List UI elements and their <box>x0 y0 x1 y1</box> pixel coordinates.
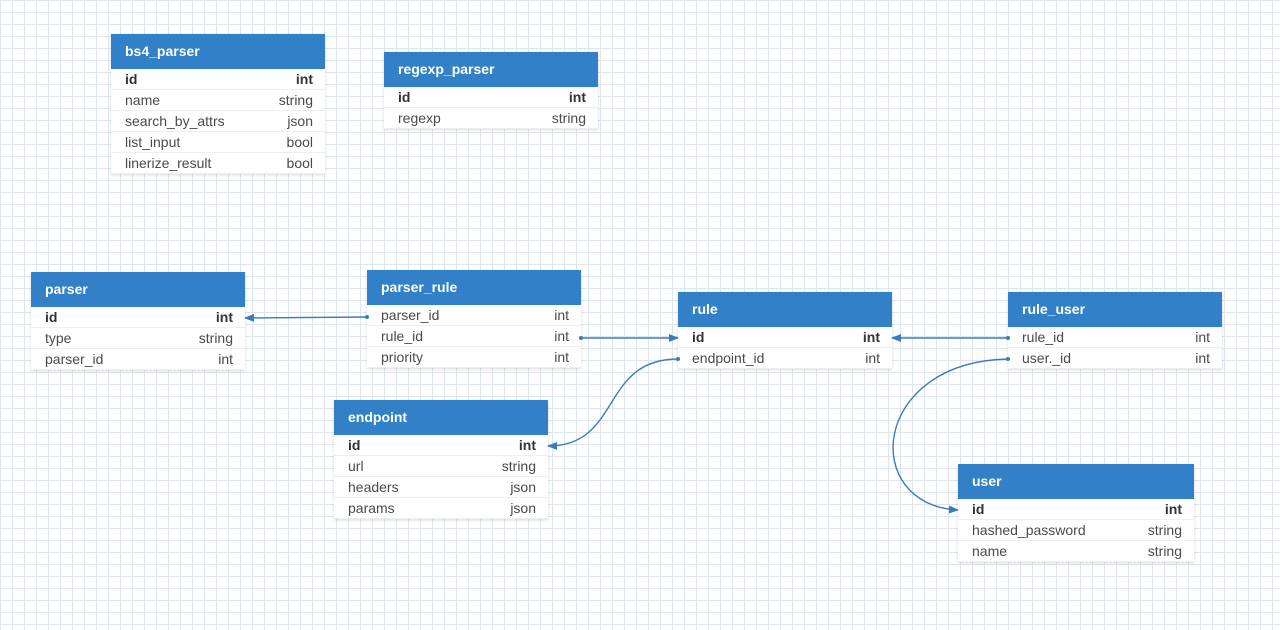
column-name: parser_id <box>381 307 440 323</box>
table-title[interactable]: rule_user <box>1008 292 1222 327</box>
column-row[interactable]: params json <box>334 498 548 519</box>
column-row[interactable]: list_input bool <box>111 132 325 153</box>
column-name: regexp <box>398 110 441 126</box>
column-row[interactable]: rule_id int <box>1008 327 1222 348</box>
relation-rule-to-endpoint[interactable] <box>547 358 679 450</box>
column-name: params <box>348 500 395 516</box>
table-title[interactable]: rule <box>678 292 892 327</box>
column-row[interactable]: hashed_password string <box>958 520 1194 541</box>
column-row[interactable]: type string <box>31 328 245 349</box>
column-name: url <box>348 458 364 474</box>
column-row[interactable]: id int <box>678 327 892 348</box>
column-name: priority <box>381 349 424 365</box>
column-row[interactable]: url string <box>334 456 548 477</box>
column-type: string <box>501 458 536 474</box>
column-type: string <box>1147 543 1182 559</box>
column-name: id <box>398 89 411 105</box>
column-type: int <box>865 350 880 366</box>
column-type: int <box>1195 350 1210 366</box>
table-title[interactable]: regexp_parser <box>384 52 598 87</box>
column-type: json <box>510 500 536 516</box>
column-row[interactable]: endpoint_id int <box>678 348 892 369</box>
column-row[interactable]: id int <box>384 87 598 108</box>
table-title[interactable]: parser <box>31 272 245 307</box>
column-name: parser_id <box>45 351 104 367</box>
column-name: id <box>972 501 985 517</box>
table-parser[interactable]: parser id int type string parser_id int <box>31 272 245 370</box>
table-rule[interactable]: rule id int endpoint_id int <box>678 292 892 369</box>
table-title[interactable]: endpoint <box>334 400 548 435</box>
column-name: search_by_attrs <box>125 113 225 129</box>
column-row[interactable]: name string <box>958 541 1194 562</box>
column-type: int <box>295 71 313 87</box>
column-type: json <box>510 479 536 495</box>
column-row[interactable]: headers json <box>334 477 548 498</box>
column-type: int <box>554 349 569 365</box>
column-name: name <box>125 92 161 108</box>
column-type: bool <box>286 155 313 171</box>
column-type: int <box>518 437 536 453</box>
column-row[interactable]: id int <box>334 435 548 456</box>
column-row[interactable]: rule_id int <box>367 326 581 347</box>
column-type: int <box>1195 329 1210 345</box>
table-regexp-parser[interactable]: regexp_parser id int regexp string <box>384 52 598 129</box>
column-type: int <box>218 351 233 367</box>
column-name: type <box>45 330 72 346</box>
column-name: linerize_result <box>125 155 212 171</box>
column-row[interactable]: linerize_result bool <box>111 153 325 174</box>
column-row[interactable]: id int <box>111 69 325 90</box>
table-title[interactable]: bs4_parser <box>111 34 325 69</box>
table-bs4-parser[interactable]: bs4_parser id int name string search_by_at… <box>111 34 325 174</box>
column-row[interactable]: id int <box>31 307 245 328</box>
column-type: int <box>554 328 569 344</box>
relation-parser-rule-to-parser[interactable] <box>244 313 368 322</box>
table-title[interactable]: parser_rule <box>367 270 581 305</box>
column-name: rule_id <box>381 328 424 344</box>
column-row[interactable]: regexp string <box>384 108 598 129</box>
column-row[interactable]: priority int <box>367 347 581 368</box>
column-type: json <box>287 113 313 129</box>
column-row[interactable]: id int <box>958 499 1194 520</box>
column-type: string <box>198 330 233 346</box>
column-name: rule_id <box>1022 329 1065 345</box>
column-row[interactable]: search_by_attrs json <box>111 111 325 132</box>
column-name: id <box>348 437 361 453</box>
column-name: list_input <box>125 134 181 150</box>
column-name: hashed_password <box>972 522 1086 538</box>
column-type: string <box>1147 522 1182 538</box>
column-name: id <box>45 309 58 325</box>
table-endpoint[interactable]: endpoint id int url string headers json par… <box>334 400 548 519</box>
column-name: headers <box>348 479 399 495</box>
column-name: id <box>692 329 705 345</box>
column-type: int <box>568 89 586 105</box>
column-type: int <box>554 307 569 323</box>
column-type: int <box>215 309 233 325</box>
column-name: user._id <box>1022 350 1072 366</box>
table-title[interactable]: user <box>958 464 1194 499</box>
column-type: string <box>278 92 313 108</box>
column-name: endpoint_id <box>692 350 765 366</box>
column-name: name <box>972 543 1008 559</box>
column-name: id <box>125 71 138 87</box>
column-type: int <box>1164 501 1182 517</box>
column-type: string <box>551 110 586 126</box>
column-type: bool <box>286 134 313 150</box>
column-row[interactable]: name string <box>111 90 325 111</box>
column-type: int <box>862 329 880 345</box>
column-row[interactable]: user._id int <box>1008 348 1222 369</box>
column-row[interactable]: parser_id int <box>31 349 245 370</box>
column-row[interactable]: parser_id int <box>367 305 581 326</box>
